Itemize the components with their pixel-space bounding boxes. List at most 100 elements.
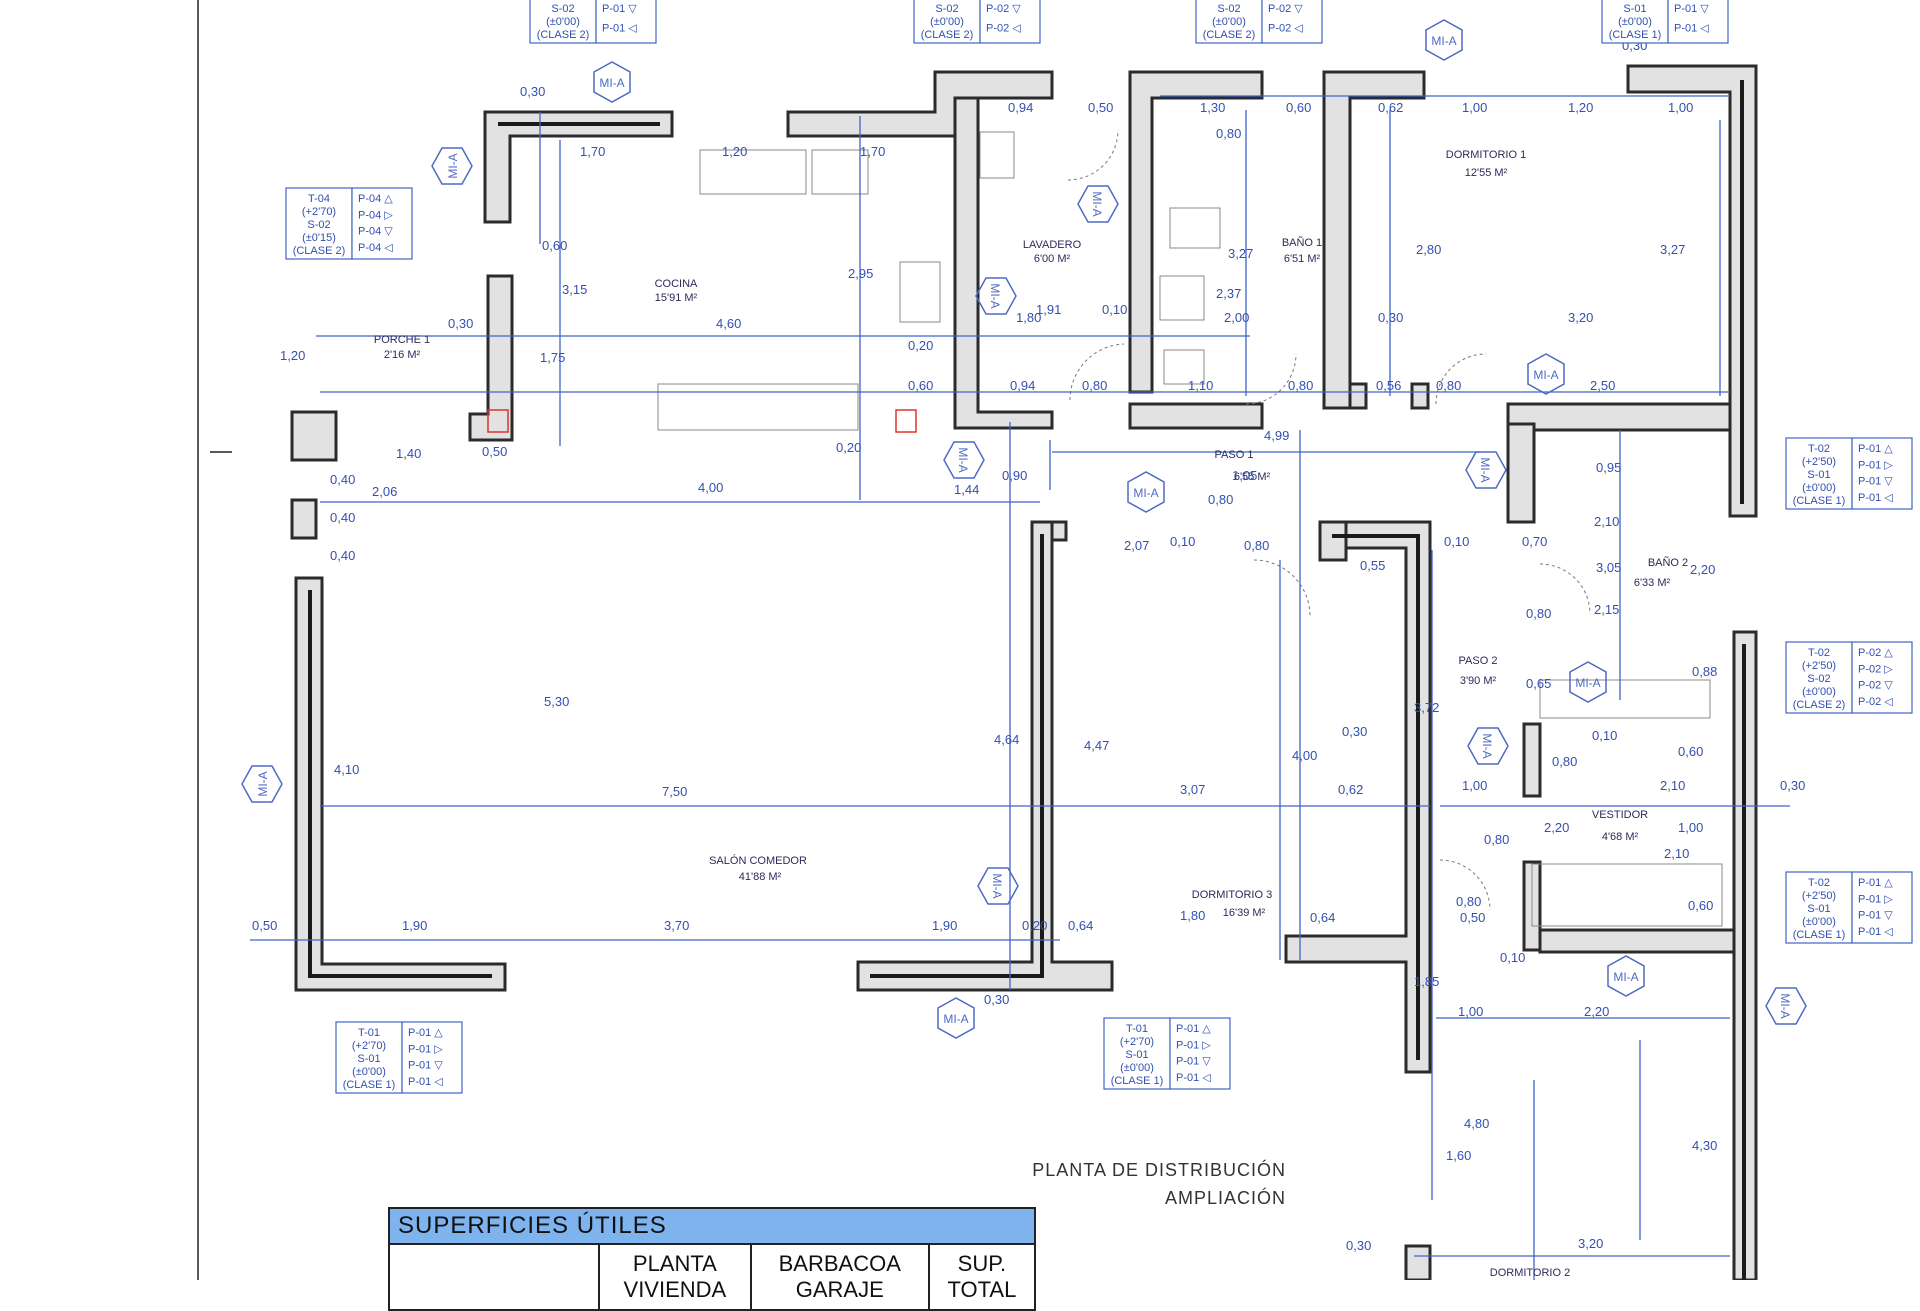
- tag-box: [1785, 437, 1853, 510]
- dimension-label: 5,30: [544, 694, 569, 709]
- kitchen-sink: [811, 149, 869, 195]
- wall-vest-west: [1522, 722, 1542, 798]
- section-marker-label: MI-A: [256, 771, 270, 796]
- column-marker: [487, 409, 509, 433]
- tag-line: T-04: [308, 193, 330, 205]
- room-area-porche1: 2'16 M²: [384, 349, 421, 361]
- dimension-label: 4,00: [698, 480, 723, 495]
- tag-box: [529, 0, 597, 44]
- dimension-label: 3,20: [1568, 310, 1593, 325]
- tag-code: P-01 ◁: [1858, 926, 1893, 938]
- dimension-label: 0,94: [1008, 100, 1033, 115]
- tag-code: P-01 △: [408, 1027, 443, 1039]
- room-name-paso2: PASO 2: [1459, 655, 1498, 667]
- dimension-label: 3,27: [1660, 242, 1685, 257]
- tag-code: P-02 ▽: [1268, 3, 1303, 15]
- door-swing: [1067, 129, 1119, 181]
- surfaces-col-label: PLANTA: [632, 1251, 717, 1276]
- dimension-label: 3,15: [562, 282, 587, 297]
- tag-code: P-02 △: [1858, 647, 1893, 659]
- dimension-label: 1,00: [1462, 778, 1487, 793]
- wall-bath2-west: [1506, 422, 1536, 524]
- wall-porch-east: [468, 274, 514, 442]
- dimension-label: 2,15: [1594, 602, 1619, 617]
- dimension-label: 0,95: [1596, 460, 1621, 475]
- dimension-label: 0,56: [1376, 378, 1401, 393]
- dimension-label: 3,27: [1228, 246, 1253, 261]
- wall-bath1-south: [1128, 402, 1264, 430]
- walls: [290, 64, 1758, 1280]
- dimension-label: 2,00: [1224, 310, 1249, 325]
- dimension-label: 2,50: [1590, 378, 1615, 393]
- finish-tag: T-02(+2'50)S-01(±0'00)(CLASE 1)P-01 △P-0…: [1785, 437, 1913, 510]
- surfaces-col-sub: TOTAL: [947, 1277, 1017, 1302]
- finish-tag: T-02(+2'50)S-01(±0'00)(CLASE 1)P-01 △P-0…: [1785, 871, 1913, 944]
- room-area-salon: 41'88 M²: [739, 871, 782, 883]
- tag-code: P-04 △: [358, 193, 393, 205]
- finish-tag: T-04(+2'70)S-02(±0'15)(CLASE 2)P-04 △P-0…: [285, 187, 413, 260]
- wall-bath1-west: [1128, 70, 1264, 394]
- wall-bath2-north: [1506, 402, 1732, 432]
- dimension-label: 0,40: [330, 548, 355, 563]
- tag-box: [1169, 1017, 1231, 1090]
- tag-box: [1195, 0, 1263, 44]
- wall-vest-south: [1538, 928, 1736, 954]
- wall-bed1-east: [1626, 64, 1758, 518]
- tag-line: (±0'00): [1802, 686, 1836, 698]
- section-marker-icon: [1527, 353, 1565, 395]
- dimension-label: 4,00: [1292, 748, 1317, 763]
- dimension-label: 0,40: [330, 472, 355, 487]
- dimension-label: 0,70: [1522, 534, 1547, 549]
- finish-tag: T-01(+2'70)S-01(±0'00)(CLASE 1)P-01 △P-0…: [1103, 1017, 1231, 1090]
- room-area-paso2: 3'90 M²: [1460, 675, 1497, 687]
- dimension-label: 0,64: [1068, 918, 1093, 933]
- dimension-label: 1,44: [954, 482, 979, 497]
- section-marker-icon: [975, 277, 1017, 315]
- surfaces-col-sup: SUP.TOTAL: [927, 1243, 1037, 1311]
- tag-line: (CLASE 1): [1793, 495, 1846, 507]
- wall-salon-cap: [1050, 520, 1068, 542]
- tag-line: (+2'50): [1802, 456, 1836, 468]
- tag-box: [1785, 641, 1853, 714]
- section-marker-icon: [241, 765, 283, 803]
- section-marker-icon: [1467, 727, 1509, 765]
- wall-kitchen-east: [953, 96, 1054, 430]
- finish-tag: S-02(±0'00)(CLASE 2)P-01 ▽P-01 ◁: [529, 0, 657, 44]
- tag-line: S-01: [1623, 3, 1646, 15]
- wall-porch-pier2: [290, 498, 318, 540]
- tag-code: P-01 ◁: [602, 23, 637, 35]
- dimension-label: 0,80: [1216, 126, 1241, 141]
- room-name-lavadero: LAVADERO: [1023, 239, 1082, 251]
- wall-porch-pier: [290, 410, 338, 462]
- tag-code: P-01 △: [1858, 877, 1893, 889]
- dimension-label: 2,10: [1594, 514, 1619, 529]
- dimension-label: 0,10: [1170, 534, 1195, 549]
- section-marker-icon: [977, 867, 1019, 905]
- wall-salon-se: [856, 520, 1114, 992]
- dimension-label: 2,80: [1416, 242, 1441, 257]
- tag-code: P-02 ◁: [1268, 23, 1303, 35]
- wall-bed3-nw: [1318, 520, 1348, 562]
- dimension-label: 0,80: [1244, 538, 1269, 553]
- dimension-label: 0,80: [1288, 378, 1313, 393]
- doors: [1067, 129, 1591, 911]
- tag-line: S-01: [1807, 903, 1830, 915]
- section-marker-label: MI-A: [943, 1012, 968, 1026]
- tag-box: [1851, 641, 1913, 714]
- dimension-label: 0,60: [908, 378, 933, 393]
- room-name-dormitorio3: DORMITORIO 3: [1192, 889, 1272, 901]
- section-marker-icon: [943, 441, 985, 479]
- tag-line: (±0'15): [302, 232, 336, 244]
- plan-title-line2: AMPLIACIÓN: [1165, 1187, 1286, 1208]
- tag-line: (CLASE 1): [343, 1079, 396, 1091]
- wall-kitchen-nw: [483, 110, 674, 224]
- section-marker-icon: [1465, 451, 1507, 489]
- door-swing: [1253, 559, 1311, 617]
- section-marker-icon: [431, 147, 473, 185]
- tag-line: (CLASE 2): [921, 29, 974, 41]
- dimension-label: 1,70: [860, 144, 885, 159]
- dimension-label: 0,20: [908, 338, 933, 353]
- tag-box: [1601, 0, 1669, 44]
- dimension-label: 0,20: [1022, 918, 1047, 933]
